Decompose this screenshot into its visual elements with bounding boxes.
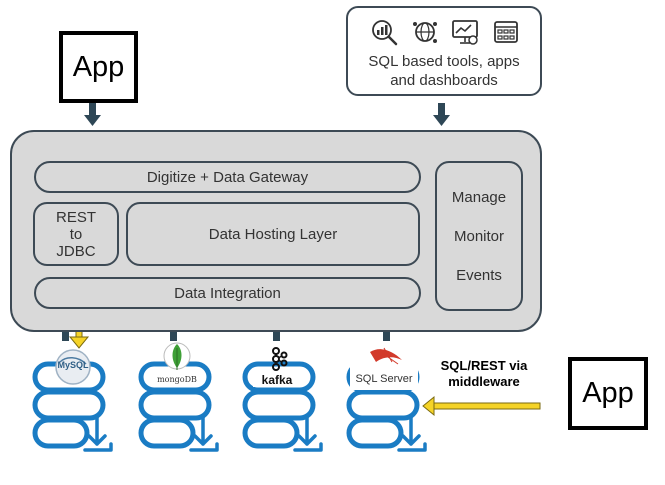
global-network-icon [412,22,437,43]
sql-tools-label-line1: SQL based tools, apps [368,53,520,70]
data-integration-label: Data Integration [174,284,281,302]
kafka-logo-icon [272,347,288,371]
middleware-label-line2: middleware [448,374,520,389]
mysql-logo-icon [55,349,91,385]
sqlserver-label: SQL Server [355,373,413,385]
tools-icon-row [370,18,520,46]
mongodb-label: mongoDB [151,375,203,384]
rest-to-jdbc-block: REST to JDBC [33,202,119,266]
arrow-tools-to-platform [433,103,450,126]
data-hosting-layer-label: Data Hosting Layer [208,225,338,243]
sql-tools-label-line2: and dashboards [390,72,498,89]
mysql-label: MySQL [57,360,89,370]
analytics-search-icon [372,20,398,46]
arrow-app-to-platform [84,103,101,126]
events-label: Events [456,267,502,284]
monitor-label: Monitor [453,228,505,245]
middleware-label: SQL/REST via middleware [428,358,540,390]
dashboard-chart-icon [452,20,479,45]
digitize-data-gateway-block: Digitize + Data Gateway [34,161,421,193]
arrow-middleware-to-sqlserver [422,395,541,417]
rest-to-jdbc-line3: JDBC [56,242,96,260]
data-grid-icon [494,21,518,43]
rest-to-jdbc-line2: to [69,225,83,243]
data-integration-block: Data Integration [34,277,421,309]
sql-tools-label: SQL based tools, apps and dashboards [348,52,540,90]
app-box-right-label: App [582,377,634,409]
kafka-label: kafka [253,373,301,387]
app-box-top-label: App [72,50,125,83]
app-box-top: App [59,31,138,103]
rest-to-jdbc-line1: REST [55,208,96,226]
sql-tools-box: SQL based tools, apps and dashboards [346,6,542,96]
manage-label: Manage [451,189,507,206]
sqlserver-logo-icon [350,347,418,390]
middleware-label-line1: SQL/REST via [440,358,528,373]
data-hosting-layer-block: Data Hosting Layer [126,202,420,266]
mongodb-leaf-icon [163,342,191,370]
manage-monitor-events-block: Manage Monitor Events [435,161,523,311]
digitize-data-gateway-label: Digitize + Data Gateway [146,168,309,186]
app-box-right: App [568,357,648,430]
